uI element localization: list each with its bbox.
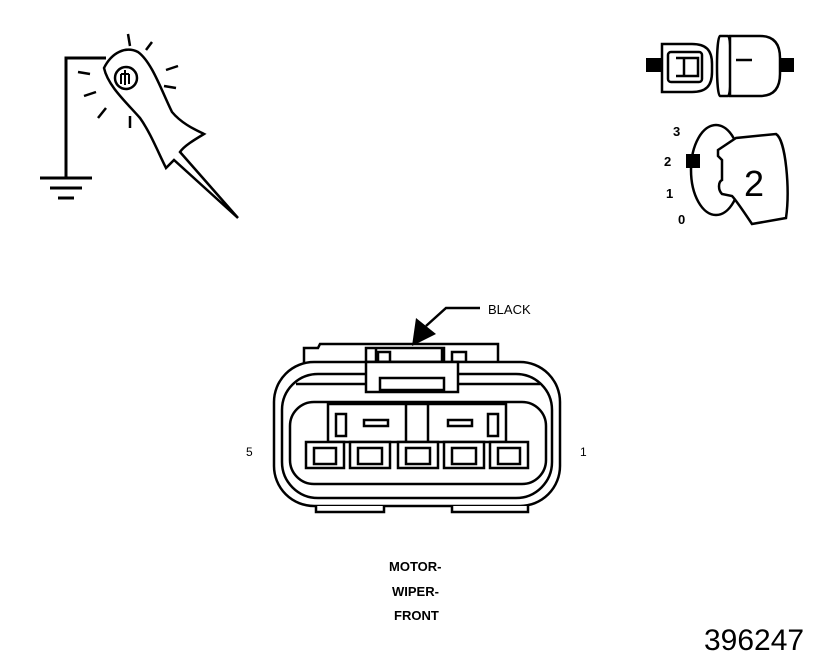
ignition-key-number: 2 <box>744 163 764 204</box>
ignition-position-2: 2 <box>664 154 671 169</box>
ground-symbol-icon <box>40 56 106 200</box>
pin-label-right: 1 <box>580 445 587 459</box>
ignition-position-0: 0 <box>678 212 685 227</box>
connector-name-line-2: WIPER- <box>392 584 439 599</box>
ignition-key-icon <box>686 123 789 226</box>
test-light-probe-icon <box>77 33 239 219</box>
disconnect-connector-icon <box>646 34 794 98</box>
pin-cavities <box>304 440 530 470</box>
connector-name-line-1: MOTOR- <box>389 559 441 574</box>
connector-color-label: BLACK <box>488 302 531 317</box>
connector-name-line-3: FRONT <box>394 608 439 623</box>
connector-face <box>272 342 562 514</box>
pin-label-left: 5 <box>246 445 253 459</box>
figure-number: 396247 <box>704 624 804 657</box>
ignition-position-3: 3 <box>673 124 680 139</box>
color-leader-arrow <box>412 306 480 346</box>
ignition-position-1: 1 <box>666 186 673 201</box>
